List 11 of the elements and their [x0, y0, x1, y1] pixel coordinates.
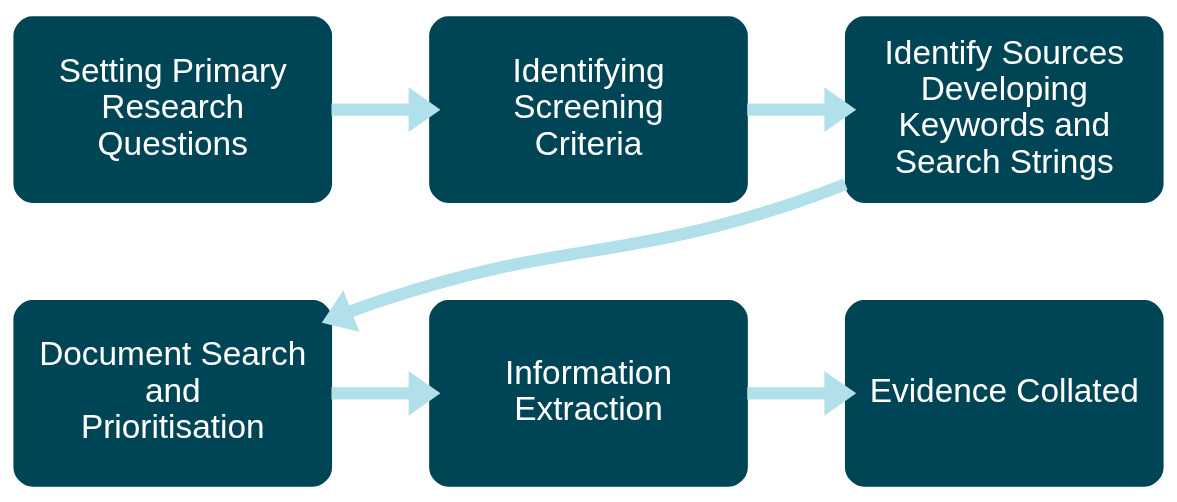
node-box: Setting Primary Research Questions [13, 15, 333, 203]
node-box: Document Search and Prioritisation [13, 299, 333, 487]
node-box: Information Extraction [429, 299, 748, 487]
arrow [331, 86, 441, 132]
arrow [747, 86, 857, 132]
arrow [321, 178, 848, 332]
arrow [747, 370, 857, 416]
node-box: Identify Sources Developing Keywords and Search Strings [844, 15, 1164, 203]
arrow [331, 370, 441, 416]
node-box: Identifying Screening Criteria [429, 15, 748, 203]
node-box: Evidence Collated [844, 299, 1164, 487]
